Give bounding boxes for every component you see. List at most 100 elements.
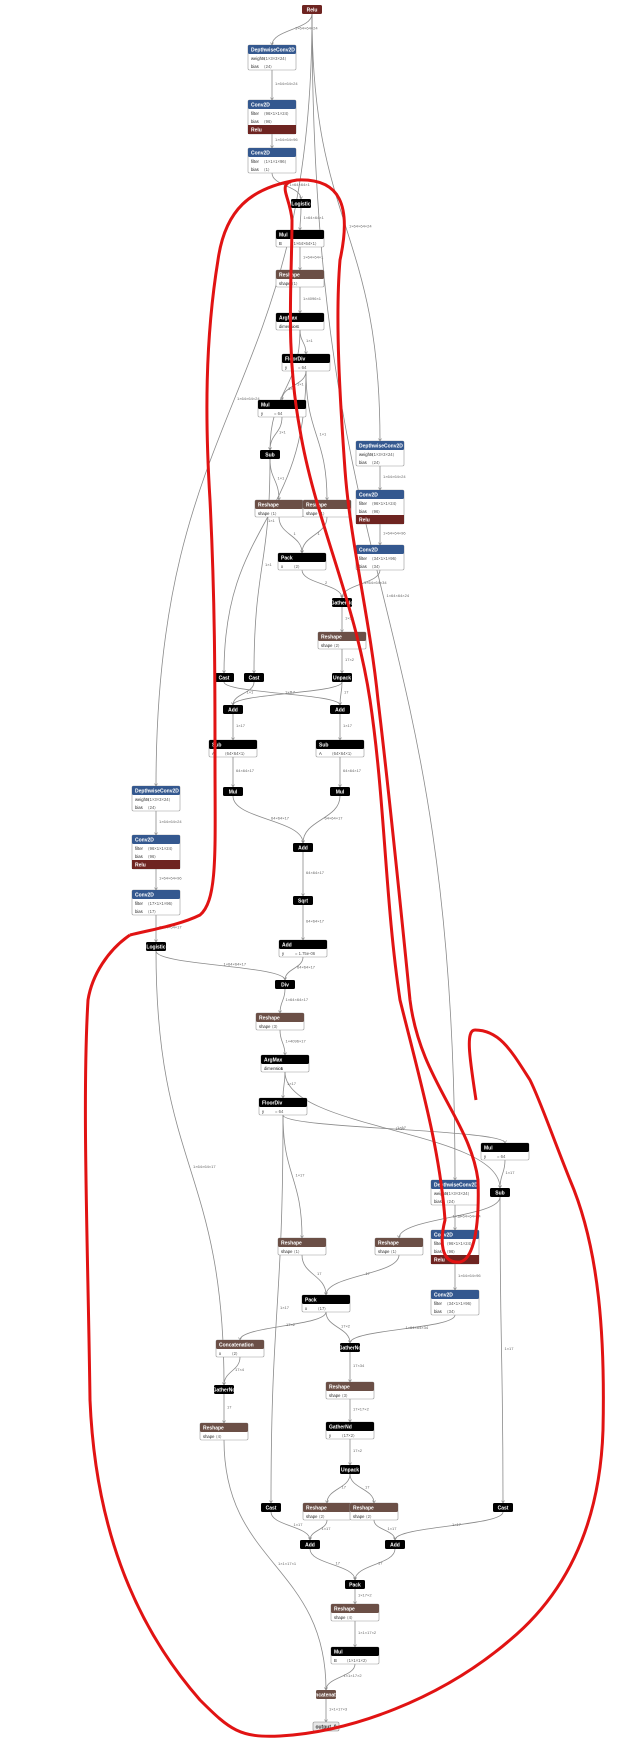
edge — [499, 1159, 506, 1189]
node-sqrt1[interactable]: Sqrt — [293, 896, 313, 905]
node-op-label: DepthwiseConv2D — [251, 47, 295, 53]
node-attr-value: ⟨2⟩ — [319, 1514, 325, 1519]
node-op-label: GatherNd — [329, 1424, 352, 1430]
node-attr-value: ⟨4⟩ — [216, 1434, 222, 1439]
node-op-label: FloorDiv — [262, 1100, 282, 1106]
node-log2[interactable]: Logistic — [146, 942, 166, 951]
node-attr-value: ⟨34⟩ — [447, 1309, 455, 1314]
edge-shape-label: 1×17 — [236, 723, 246, 728]
node-unpack1[interactable]: Unpack — [332, 673, 352, 682]
node-op-label: GatherNd — [331, 600, 354, 606]
node-add3[interactable]: Add — [293, 843, 313, 852]
edge — [223, 1356, 241, 1386]
node-cast2[interactable]: Cast — [244, 673, 264, 682]
edge — [284, 956, 304, 981]
node-add1[interactable]: Add — [223, 705, 243, 714]
node-cast1[interactable]: Cast — [214, 673, 234, 682]
node-cast3[interactable]: Cast — [261, 1503, 281, 1512]
node-pack3[interactable]: Pack — [345, 1580, 365, 1589]
node-attr-value: ⟨1⟩ — [292, 281, 298, 286]
edge — [223, 681, 341, 706]
node-op-label: Mul — [279, 232, 288, 238]
node-op-label: Reshape — [334, 1606, 355, 1612]
node-add2[interactable]: Add — [330, 705, 350, 714]
node-op-label: Reshape — [203, 1425, 224, 1431]
edge-shape-label: 17 — [336, 1561, 341, 1566]
edge-shape-label: 1×1×17×3 — [329, 1707, 348, 1712]
node-concat2[interactable]: Concatenation — [309, 1690, 344, 1699]
node-log1[interactable]: Logistic — [291, 199, 311, 208]
node-resh12[interactable]: Reshape shape⟨4⟩ — [330, 1603, 380, 1622]
node-cast4[interactable]: Cast — [493, 1503, 513, 1512]
node-attr-name: shape — [334, 1615, 346, 1620]
node-op-label: Relu — [307, 7, 318, 13]
node-op-label: DepthwiseConv2D — [135, 788, 179, 794]
node-sub1[interactable]: Sub — [260, 450, 280, 459]
edge — [155, 950, 286, 981]
edge-shape-label: 1×64×64×17 — [159, 925, 182, 930]
node-attr-value: ⟨1×3×3×24⟩ — [148, 797, 171, 802]
node-op-label: Cast — [219, 675, 230, 681]
edge — [278, 516, 303, 554]
node-gather3[interactable]: GatherNd — [339, 1343, 362, 1352]
edge-shape-label: 1×17 — [343, 723, 353, 728]
node-attr-name: shape — [258, 511, 270, 516]
edge — [232, 681, 255, 706]
node-top-relu[interactable]: Relu — [302, 5, 322, 14]
node-attr-value: ⟨4⟩ — [347, 1615, 353, 1620]
edge — [394, 1511, 504, 1541]
node-gather2[interactable]: GatherNd — [213, 1385, 236, 1394]
node-unpack2[interactable]: Unpack — [340, 1465, 360, 1474]
node-op-label: Div — [281, 982, 289, 988]
node-attr-name: filter — [434, 1241, 443, 1246]
node-attr-value: ⟨24⟩ — [447, 1199, 455, 1204]
node-div1[interactable]: Div — [275, 980, 295, 989]
edge — [270, 1114, 284, 1504]
node-op-label: Add — [390, 1542, 400, 1548]
edge-shape-label: 17×2 — [341, 1324, 351, 1329]
node-add6[interactable]: Add — [385, 1540, 405, 1549]
node-mul3[interactable]: Mul — [223, 787, 243, 796]
edge-shape-label: 1 — [294, 531, 297, 536]
node-mul4[interactable]: Mul — [330, 787, 350, 796]
node-add5[interactable]: Add — [300, 1540, 320, 1549]
node-sub4[interactable]: Sub — [490, 1188, 510, 1197]
